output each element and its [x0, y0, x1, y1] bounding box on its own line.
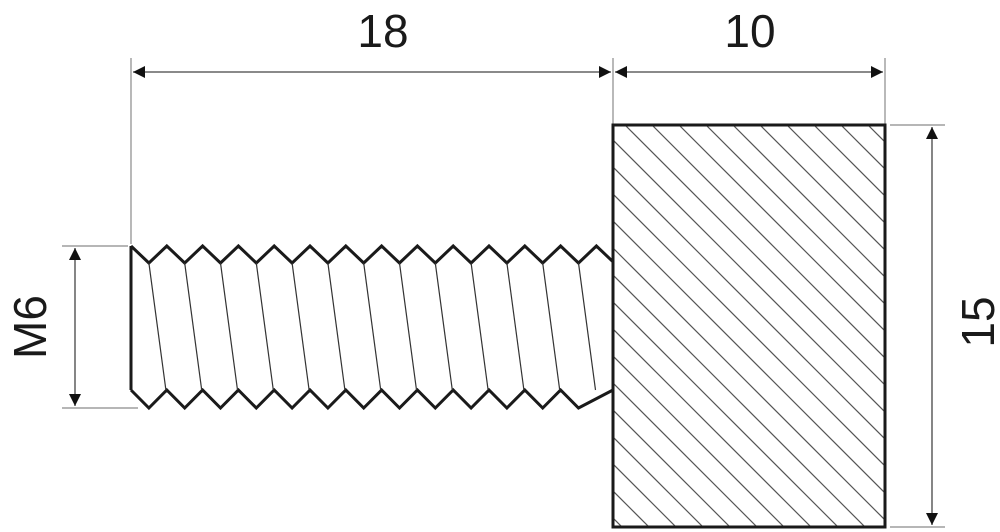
hatch-line: [613, 490, 650, 527]
hatch-line: [613, 193, 885, 467]
head-hatching: [193, 125, 885, 532]
thread-helix-line: [434, 262, 453, 391]
threaded-shaft: [129, 243, 615, 411]
thread-helix-line: [255, 262, 274, 391]
hatch-line: [759, 125, 885, 251]
thread-bottom-profile: [129, 387, 614, 411]
hatch-line: [613, 301, 839, 527]
dimension-label-thread-size: M6: [4, 295, 56, 359]
thread-helix-line: [506, 262, 525, 391]
hatch-line: [732, 125, 885, 278]
hatch-line: [705, 125, 885, 305]
hatch-line: [613, 220, 885, 494]
dimension-label-thread-length: 18: [357, 5, 408, 57]
thread-helix-line: [470, 262, 489, 391]
dimension-label-head-height: 15: [952, 296, 1000, 347]
hatch-line: [613, 355, 785, 527]
thread-helix-line: [542, 262, 561, 391]
hatch-line: [678, 125, 885, 332]
hatch-line: [613, 166, 885, 440]
hatch-line: [651, 125, 885, 359]
hatch-line: [613, 517, 623, 527]
head-block: [611, 123, 887, 529]
thread-helix-line: [577, 262, 597, 391]
thread-helix-line: [363, 262, 382, 391]
extension-lines: [62, 58, 945, 528]
hatch-line: [613, 274, 866, 527]
dimension-label-head-length: 10: [724, 5, 775, 57]
thread-helix-line: [291, 262, 310, 391]
hatch-line: [613, 139, 885, 413]
thread-helix-line: [184, 262, 203, 391]
hatch-line: [613, 382, 758, 527]
hatch-line: [613, 328, 812, 527]
hatch-line: [613, 436, 704, 527]
hatch-line: [786, 125, 885, 224]
thread-top-profile: [129, 243, 615, 266]
hatch-line: [613, 463, 677, 527]
thread-helix-line: [148, 262, 167, 391]
hatch-line: [613, 247, 885, 521]
hatch-line: [613, 409, 731, 527]
hatch-line: [193, 125, 613, 532]
thread-helix-line: [327, 262, 346, 391]
thread-helix-line: [398, 262, 418, 391]
thread-helix-line: [219, 262, 239, 391]
hatch-line: [624, 125, 885, 386]
